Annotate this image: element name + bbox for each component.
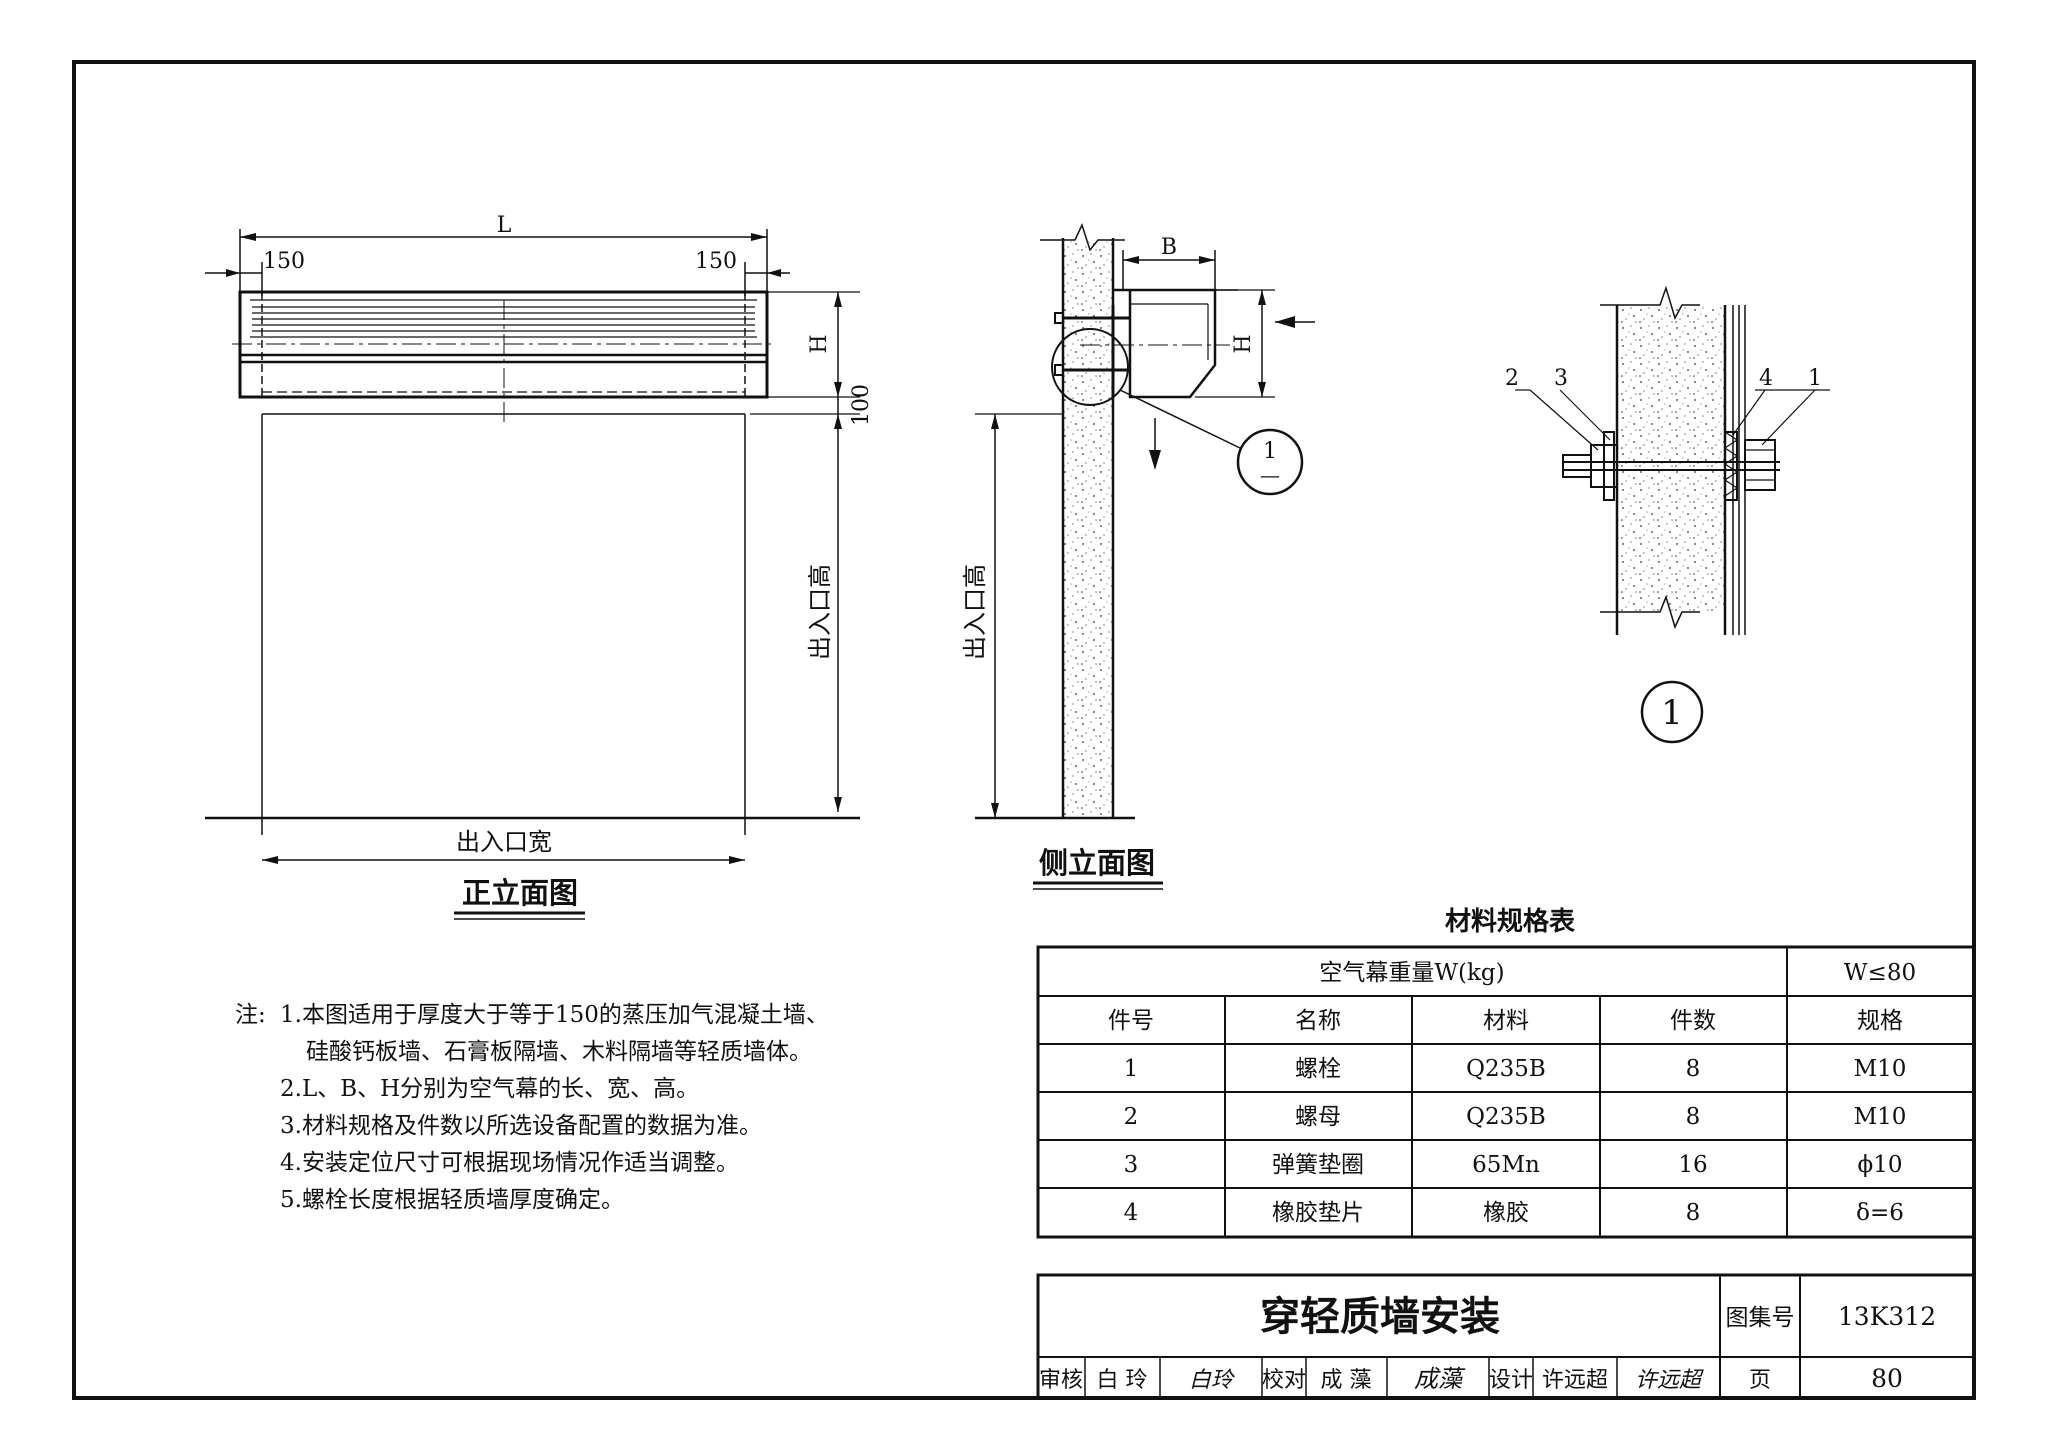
drawing-title: 穿轻质墙安装 <box>1260 1294 1500 1340</box>
page-number: 80 <box>1871 1364 1903 1393</box>
materials-table-title: 材料规格表 <box>1445 906 1576 937</box>
front-dim-right-offset: 150 <box>695 249 737 274</box>
detail-1: 2 3 4 1 1 <box>1505 285 1830 744</box>
table-cell: ϕ10 <box>1858 1152 1903 1178</box>
table-cell: 螺母 <box>1295 1104 1341 1130</box>
table-header: 件数 <box>1670 1008 1716 1034</box>
side-elevation: B H 1 — 出入口高 <box>961 222 1315 890</box>
check-label: 校对 <box>1262 1368 1306 1393</box>
table-cell: 3 <box>1124 1152 1139 1178</box>
front-dim-height: H <box>807 334 832 353</box>
design-name: 许远超 <box>1542 1368 1608 1393</box>
table-cell: 弹簧垫圈 <box>1272 1152 1364 1178</box>
table-cell: 16 <box>1678 1152 1707 1178</box>
check-signature: 成藻 <box>1414 1365 1466 1393</box>
table-cell: 8 <box>1686 1200 1701 1226</box>
table-header: 材料 <box>1483 1008 1529 1034</box>
table-header: 规格 <box>1857 1008 1903 1034</box>
table-cell: 8 <box>1686 1104 1701 1130</box>
detail-number: 1 <box>1661 693 1683 733</box>
table-cell: 1 <box>1124 1056 1139 1082</box>
table-cell: M10 <box>1854 1056 1907 1082</box>
front-dim-length: L <box>497 213 512 238</box>
table-cell: M10 <box>1854 1104 1907 1130</box>
atlas-label: 图集号 <box>1726 1305 1795 1331</box>
check-name: 成 藻 <box>1321 1368 1372 1393</box>
table-cell: Q235B <box>1466 1104 1546 1130</box>
page-label: 页 <box>1749 1368 1771 1393</box>
front-dim-left-offset: 150 <box>263 249 305 274</box>
design-label: 设计 <box>1489 1368 1533 1393</box>
table-cell: δ=6 <box>1856 1200 1904 1226</box>
table-cell: 橡胶垫片 <box>1272 1200 1364 1226</box>
front-elevation: L 150 150 H 100 出入 <box>205 213 874 920</box>
front-dim-opening-width: 出入口宽 <box>456 828 552 856</box>
review-name: 白 玲 <box>1097 1368 1148 1393</box>
note-line-2: 硅酸钙板墙、石膏板隔墙、木料隔墙等轻质墙体。 <box>306 1039 812 1065</box>
side-dim-opening-height: 出入口高 <box>961 564 989 660</box>
table-cell: 65Mn <box>1472 1152 1540 1178</box>
side-dim-depth: B <box>1161 235 1177 260</box>
front-view-title: 正立面图 <box>462 876 578 910</box>
table-header: 件号 <box>1108 1008 1154 1034</box>
table-cell: 8 <box>1686 1056 1701 1082</box>
notes-prefix: 注: <box>235 1002 266 1028</box>
atlas-number: 13K312 <box>1838 1302 1936 1331</box>
detail-callout-3: 3 <box>1554 366 1568 391</box>
detail-callout-1: 1 <box>1808 366 1822 391</box>
detail-callout-4: 4 <box>1759 366 1773 391</box>
side-detail-ref-number: 1 <box>1263 439 1277 464</box>
table-cell: 橡胶 <box>1483 1200 1529 1226</box>
table-cell: 2 <box>1124 1104 1139 1130</box>
notes: 注: 1.本图适用于厚度大于等于150的蒸压加气混凝土墙、 硅酸钙板墙、石膏板隔… <box>235 1002 829 1213</box>
note-line-3: 2.L、B、H分别为空气幕的长、宽、高。 <box>280 1076 699 1102</box>
note-line-6: 5.螺栓长度根据轻质墙厚度确定。 <box>280 1187 624 1213</box>
weight-value: W≤80 <box>1844 960 1916 986</box>
front-dim-gap: 100 <box>849 384 874 426</box>
table-cell: 螺栓 <box>1295 1056 1341 1082</box>
materials-table: 材料规格表 空气幕重量W(kg) W≤80 件号 名称 材料 件数 规格 1 螺… <box>1036 906 1976 1239</box>
design-signature: 许远超 <box>1635 1368 1704 1393</box>
table-cell: 4 <box>1124 1200 1139 1226</box>
note-line-4: 3.材料规格及件数以所选设备配置的数据为准。 <box>280 1113 762 1139</box>
sheet-border <box>72 60 1976 1400</box>
weight-label: 空气幕重量W(kg) <box>1319 960 1504 986</box>
side-dim-height: H <box>1231 334 1256 353</box>
table-cell: Q235B <box>1466 1056 1546 1082</box>
note-line-1: 1.本图适用于厚度大于等于150的蒸压加气混凝土墙、 <box>280 1002 829 1028</box>
front-dim-opening-height: 出入口高 <box>806 564 834 660</box>
table-header: 名称 <box>1295 1008 1341 1034</box>
note-line-5: 4.安装定位尺寸可根据现场情况作适当调整。 <box>280 1150 739 1176</box>
review-signature: 白玲 <box>1189 1368 1236 1393</box>
side-detail-ref-sheet: — <box>1260 463 1280 487</box>
detail-callout-2: 2 <box>1505 366 1519 391</box>
side-view-title: 侧立面图 <box>1039 846 1155 880</box>
title-block: 穿轻质墙安装 图集号 13K312 审核 白 玲 白玲 校对 成 藻 成藻 设计… <box>1036 1273 1976 1400</box>
review-label: 审核 <box>1039 1368 1083 1393</box>
